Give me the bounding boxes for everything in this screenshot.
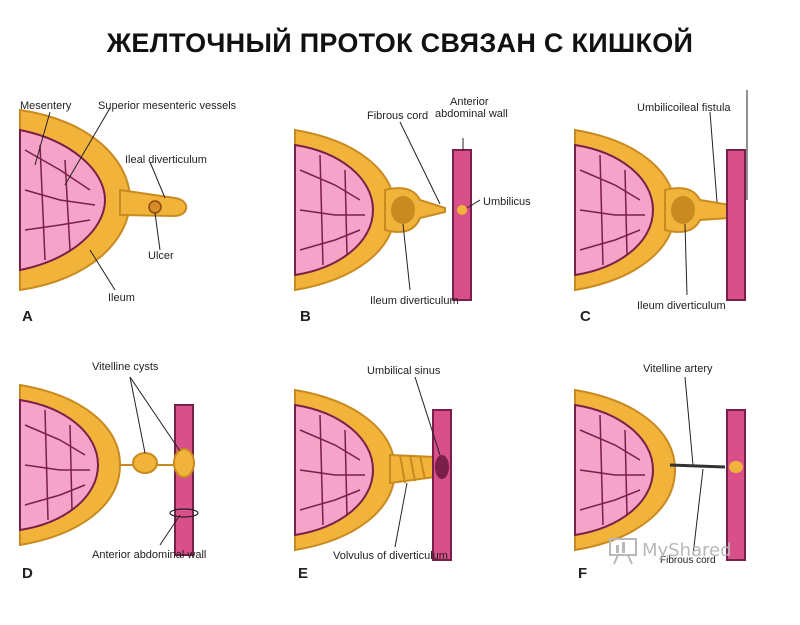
label-anterior-abdominal-wall: Anterior abdominal wall (92, 549, 207, 561)
panel-b: Fibrous cord Anterior abdominal wall Umb… (294, 90, 555, 360)
panel-f: Vitelline artery Fibrous cord F (574, 355, 800, 625)
label-vitelline-cysts: Vitelline cysts (92, 361, 159, 373)
panel-b-letter: B (300, 308, 311, 325)
label-umbilicoileal-fistula: Umbilicoileal fistula (637, 102, 731, 114)
page-title: ЖЕЛТОЧНЫЙ ПРОТОК СВЯЗАН С КИШКОЙ (106, 28, 694, 58)
panel-a-drawing (19, 107, 188, 292)
panel-f-drawing (574, 376, 746, 561)
label-ileum: Ileum (108, 292, 135, 304)
panel-e-drawing (294, 376, 452, 561)
panel-b-drawing (294, 121, 481, 301)
panel-a: Mesentery Superior mesenteric vessels Il… (19, 90, 280, 360)
panel-d: Vitelline cysts Anterior abdominal wall … (19, 355, 280, 625)
label-fibrous-cord-f: Fibrous cord (660, 555, 716, 566)
label-ileum-diverticulum-c: Ileum diverticulum (637, 300, 726, 312)
label-fibrous-cord: Fibrous cord (367, 110, 429, 122)
panel-c: Umbilicoileal fistula Ileum diverticulum… (574, 90, 800, 360)
panel-a-letter: A (22, 308, 33, 325)
label-umbilical-sinus: Umbilical sinus (367, 365, 441, 377)
label-mesentery: Mesentery (20, 100, 72, 112)
label-anterior: Anterior (450, 96, 489, 108)
label-ulcer: Ulcer (148, 250, 174, 262)
label-ileal-diverticulum: Ileal diverticulum (125, 154, 207, 166)
label-volvulus-of-diverticulum: Volvulus of diverticulum (333, 550, 448, 562)
panel-e: Umbilical sinus Volvulus of diverticulum… (294, 355, 555, 625)
watermark-text: MyShared (642, 540, 732, 561)
panel-f-letter: F (578, 565, 588, 582)
panel-d-letter: D (22, 565, 33, 582)
panel-c-letter: C (580, 308, 591, 325)
panel-c-drawing (574, 90, 748, 301)
label-umbilicus: Umbilicus (483, 196, 531, 208)
label-vitelline-artery: Vitelline artery (643, 363, 713, 375)
panel-d-drawing (19, 376, 199, 556)
label-superior-mesenteric-vessels: Superior mesenteric vessels (98, 100, 237, 112)
watermark-icon (609, 538, 637, 565)
panel-e-letter: E (298, 565, 309, 582)
label-abdominal-wall: abdominal wall (435, 108, 508, 120)
label-ileum-diverticulum: Ileum diverticulum (370, 295, 459, 307)
